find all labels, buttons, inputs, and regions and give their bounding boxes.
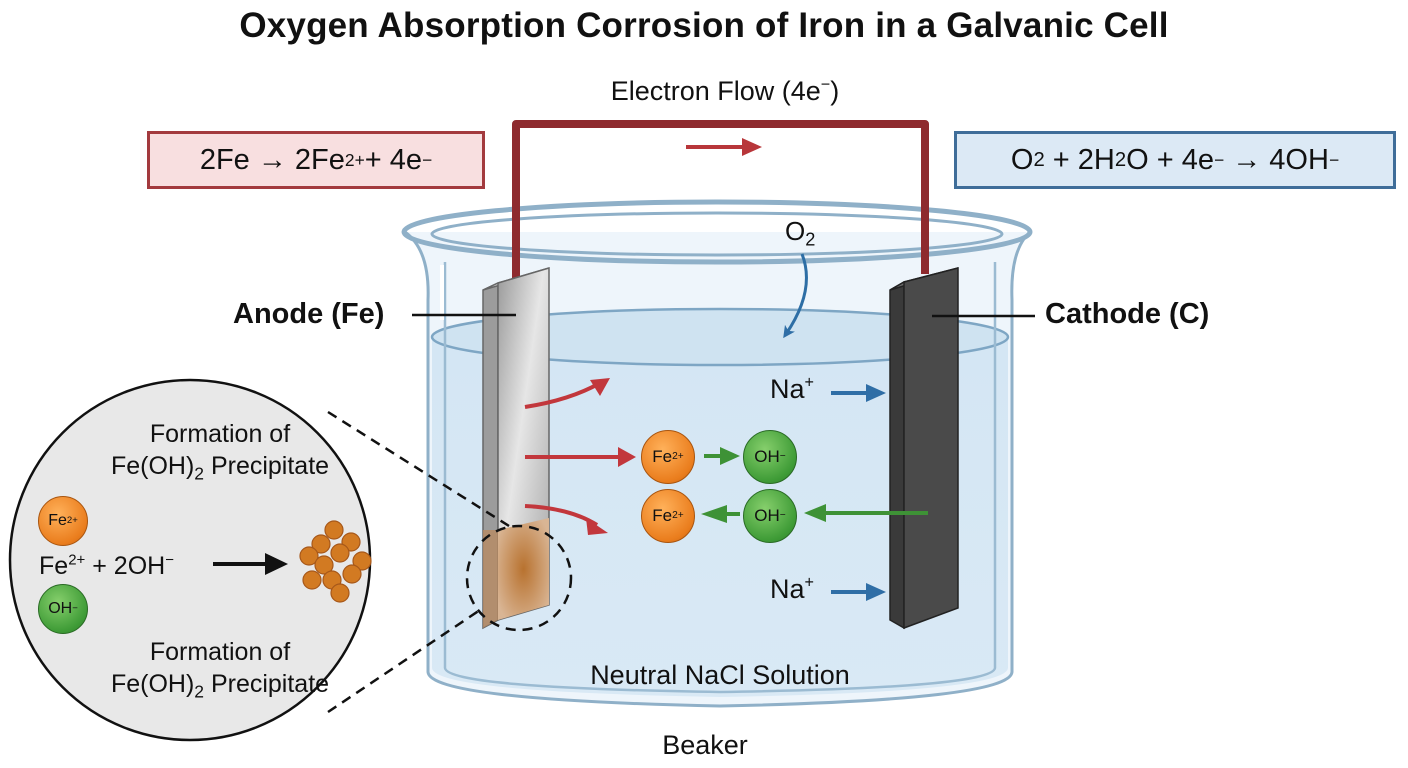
anode-eq-part: 2Fe → 2Fe <box>199 143 345 176</box>
anode-eq-part: + 4e <box>364 143 422 176</box>
cathode-eq-part: → 4OH <box>1224 143 1329 176</box>
hydroxide-ion: OH− <box>743 489 797 543</box>
oxygen-label: O2 <box>785 216 816 250</box>
ion-symbol: Fe <box>652 447 673 466</box>
anode-electrode <box>482 266 550 630</box>
precipitate-particle <box>302 570 322 590</box>
inset-title-top: Formation of Fe(OH)2 Precipitate <box>90 418 350 482</box>
zoom-connector-top <box>327 410 510 528</box>
rust-spot <box>498 518 549 620</box>
beaker-label: Beaker <box>662 730 748 760</box>
cathode-label: Cathode (C) <box>1045 298 1210 330</box>
formula-subscript: 2 <box>194 463 204 484</box>
eq-part: Fe <box>39 552 69 580</box>
hydroxide-ion: OH− <box>743 430 797 484</box>
water-surface <box>430 307 1010 367</box>
cathode-eq-part: O <box>1010 143 1034 176</box>
precipitate-particle <box>330 583 350 603</box>
ion-symbol: Fe <box>652 506 673 525</box>
formula-part: Precipitate <box>204 670 330 698</box>
inset-title-bottom: Formation of Fe(OH)2 Precipitate <box>90 636 350 700</box>
inset-title-line1: Formation of <box>149 420 291 448</box>
electron-flow-text: Electron Flow (4e <box>610 76 821 106</box>
feoh2-precipitate-cluster <box>299 520 372 603</box>
precipitate-particle <box>314 555 334 575</box>
precipitate-particle <box>352 551 372 571</box>
electron-flow-arrowhead <box>742 138 762 156</box>
precipitate-particle <box>324 520 344 540</box>
precipitate-particle <box>330 543 350 563</box>
eq-sup: 2+ <box>68 551 86 569</box>
inset-title-line2: Fe(OH)2 Precipitate <box>90 668 350 700</box>
oxygen-symbol: O <box>785 216 806 246</box>
beaker <box>401 199 1033 708</box>
ion-symbol: OH <box>48 600 73 617</box>
solution-label: Neutral NaCl Solution <box>590 660 850 690</box>
anode-label: Anode (Fe) <box>233 298 385 330</box>
zoom-connector-bottom <box>327 608 481 714</box>
eq-sup: − <box>165 551 174 569</box>
electron-charge: − <box>820 75 831 94</box>
cathode-eq-part: + 2H <box>1044 143 1115 176</box>
cathode-electrode <box>889 267 959 630</box>
inset-title-line2: Fe(OH)2 Precipitate <box>90 450 350 482</box>
inset-hydroxide-ion: OH− <box>38 584 88 634</box>
formula-part: Fe(OH) <box>110 452 195 480</box>
formula-subscript: 2 <box>194 681 204 702</box>
formula-part: Precipitate <box>204 452 330 480</box>
ion-symbol: Fe <box>48 512 67 529</box>
electron-flow-close: ) <box>830 76 840 106</box>
ion-symbol: OH <box>754 447 780 466</box>
inset-equation: Fe2+ + 2OH− <box>39 552 174 581</box>
sodium-ion-label: Na+ <box>770 374 814 405</box>
beaker-rim <box>401 199 1033 265</box>
eq-part: + 2OH <box>85 552 166 580</box>
precipitate-particle <box>299 546 319 566</box>
external-wire <box>512 120 929 278</box>
sodium-charge: + <box>804 573 814 592</box>
sodium-charge: + <box>804 373 814 392</box>
precipitate-particle <box>342 564 362 584</box>
precipitate-particle <box>311 534 331 554</box>
electron-flow-label: Electron Flow (4e−) <box>560 76 890 107</box>
inset-title-line1: Formation of <box>149 638 291 666</box>
oxygen-subscript: 2 <box>805 229 816 250</box>
sodium-ion-label: Na+ <box>770 574 814 605</box>
sodium-symbol: Na <box>770 374 805 404</box>
rust-zoom-marker <box>465 524 573 632</box>
formula-part: Fe(OH) <box>110 670 195 698</box>
ion-symbol: OH <box>754 506 780 525</box>
sodium-symbol: Na <box>770 574 805 604</box>
oxygen-arrow <box>783 253 808 339</box>
cathode-eq-part: O + 4e <box>1126 143 1215 176</box>
diagram-title: Oxygen Absorption Corrosion of Iron in a… <box>239 6 1169 45</box>
